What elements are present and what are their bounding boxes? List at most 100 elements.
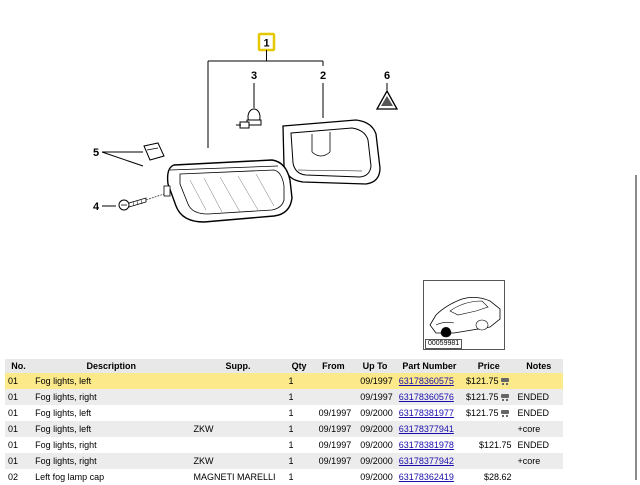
price-value: $121.75	[465, 376, 499, 386]
col-header-qty[interactable]: Qty	[285, 359, 313, 373]
callout-3[interactable]: 3	[251, 70, 257, 82]
cell-no: 01	[5, 437, 33, 453]
cell-from	[312, 469, 355, 485]
callout-6-label: 6	[384, 70, 390, 82]
cell-notes	[514, 469, 563, 485]
cell-upto: 09/1997	[354, 389, 396, 405]
part-number-link[interactable]: 63178360576	[398, 392, 454, 402]
price-value: $121.75	[465, 408, 499, 418]
col-header-upto[interactable]: Up To	[354, 359, 396, 373]
cell-description: Fog lights, left	[32, 405, 191, 421]
cell-price: $121.75	[462, 389, 515, 405]
cell-qty: 1	[285, 421, 313, 437]
cell-notes: ENDED	[514, 405, 563, 421]
cell-notes: +core	[514, 453, 563, 469]
cell-part-number: 63178377941	[395, 421, 463, 437]
callout-5[interactable]: 5	[93, 147, 99, 159]
col-header-description[interactable]: Description	[32, 359, 191, 373]
car-location-thumbnail[interactable]: 00059981	[423, 280, 505, 350]
parts-table: No. Description Supp. Qty From Up To Par…	[5, 359, 563, 485]
cell-from: 09/1997	[312, 437, 355, 453]
table-row[interactable]: 01 Fog lights, left 1 09/1997 09/2000 63…	[5, 405, 563, 421]
table-row[interactable]: 01 Fog lights, left 1 09/1997 6317836057…	[5, 373, 563, 389]
col-header-part-number[interactable]: Part Number	[395, 359, 463, 373]
cell-qty: 1	[285, 453, 313, 469]
callout-4[interactable]: 4	[93, 201, 100, 213]
col-header-from[interactable]: From	[312, 359, 355, 373]
cell-description: Fog lights, right	[32, 453, 191, 469]
price-value: $121.75	[478, 440, 512, 450]
callout-2[interactable]: 2	[320, 70, 326, 82]
cell-upto: 09/2000	[354, 421, 396, 437]
part-number-link[interactable]: 63178360575	[398, 376, 454, 386]
cell-qty: 1	[285, 389, 313, 405]
car-outline-icon	[429, 297, 501, 338]
table-row[interactable]: 01 Fog lights, left ZKW 1 09/1997 09/200…	[5, 421, 563, 437]
cell-from	[312, 389, 355, 405]
callout-3-label: 3	[251, 70, 257, 82]
cell-qty: 1	[285, 469, 313, 485]
col-header-price[interactable]: Price	[462, 359, 515, 373]
warning-triangle-icon	[375, 89, 399, 110]
cart-icon[interactable]	[500, 394, 511, 402]
callout-5-label: 5	[93, 147, 99, 159]
cart-icon[interactable]	[500, 378, 511, 386]
cell-no: 01	[5, 453, 33, 469]
cell-upto: 09/2000	[354, 437, 396, 453]
callout-4-label: 4	[93, 201, 100, 213]
location-marker-icon	[441, 327, 451, 337]
table-row[interactable]: 02 Left fog lamp cap MAGNETI MARELLI 1 0…	[5, 469, 563, 485]
cell-supp	[190, 389, 286, 405]
thumbnail-code: 00059981	[425, 339, 463, 349]
cell-supp	[190, 437, 286, 453]
col-header-supp[interactable]: Supp.	[190, 359, 286, 373]
part-number-link[interactable]: 63178377941	[398, 424, 454, 434]
part-number-link[interactable]: 63178381978	[398, 440, 454, 450]
cell-part-number: 63178360575	[395, 373, 463, 389]
cell-from: 09/1997	[312, 421, 355, 437]
cell-no: 01	[5, 421, 33, 437]
callout-1-label: 1	[263, 38, 269, 50]
fog-light-housing-part	[163, 159, 293, 223]
table-row[interactable]: 01 Fog lights, right 1 09/1997 09/2000 6…	[5, 437, 563, 453]
cell-from	[312, 373, 355, 389]
table-row[interactable]: 01 Fog lights, right ZKW 1 09/1997 09/20…	[5, 453, 563, 469]
cell-upto: 09/2000	[354, 453, 396, 469]
cell-price: $121.75	[462, 405, 515, 421]
col-header-no[interactable]: No.	[5, 359, 33, 373]
cell-part-number: 63178381978	[395, 437, 463, 453]
cell-description: Fog lights, left	[32, 421, 191, 437]
cell-notes: ENDED	[514, 437, 563, 453]
cell-price	[462, 421, 515, 437]
part-number-link[interactable]: 63178381977	[398, 408, 454, 418]
cell-no: 01	[5, 405, 33, 421]
cell-supp: MAGNETI MARELLI	[190, 469, 286, 485]
cell-no: 02	[5, 469, 33, 485]
cell-qty: 1	[285, 405, 313, 421]
cell-price	[462, 453, 515, 469]
cell-qty: 1	[285, 437, 313, 453]
callout-6[interactable]: 6	[384, 70, 390, 82]
part-number-link[interactable]: 63178377942	[398, 456, 454, 466]
cart-icon[interactable]	[500, 410, 511, 418]
col-header-notes[interactable]: Notes	[514, 359, 563, 373]
cell-part-number: 63178362419	[395, 469, 463, 485]
cell-supp	[190, 373, 286, 389]
table-row[interactable]: 01 Fog lights, right 1 09/1997 631783605…	[5, 389, 563, 405]
callout-1[interactable]: 1	[257, 32, 276, 52]
cell-from: 09/1997	[312, 453, 355, 469]
table-header-row: No. Description Supp. Qty From Up To Par…	[5, 359, 563, 373]
cell-part-number: 63178381977	[395, 405, 463, 421]
clip-part	[143, 142, 165, 161]
cell-upto: 09/2000	[354, 405, 396, 421]
cell-upto: 09/1997	[354, 373, 396, 389]
callout-2-label: 2	[320, 70, 326, 82]
cell-description: Fog lights, right	[32, 437, 191, 453]
cell-supp	[190, 405, 286, 421]
cell-upto: 09/2000	[354, 469, 396, 485]
cell-supp: ZKW	[190, 421, 286, 437]
part-number-link[interactable]: 63178362419	[398, 472, 454, 482]
vertical-scrollbar[interactable]	[635, 175, 637, 480]
bulb-part	[236, 108, 262, 129]
cell-notes: +core	[514, 421, 563, 437]
